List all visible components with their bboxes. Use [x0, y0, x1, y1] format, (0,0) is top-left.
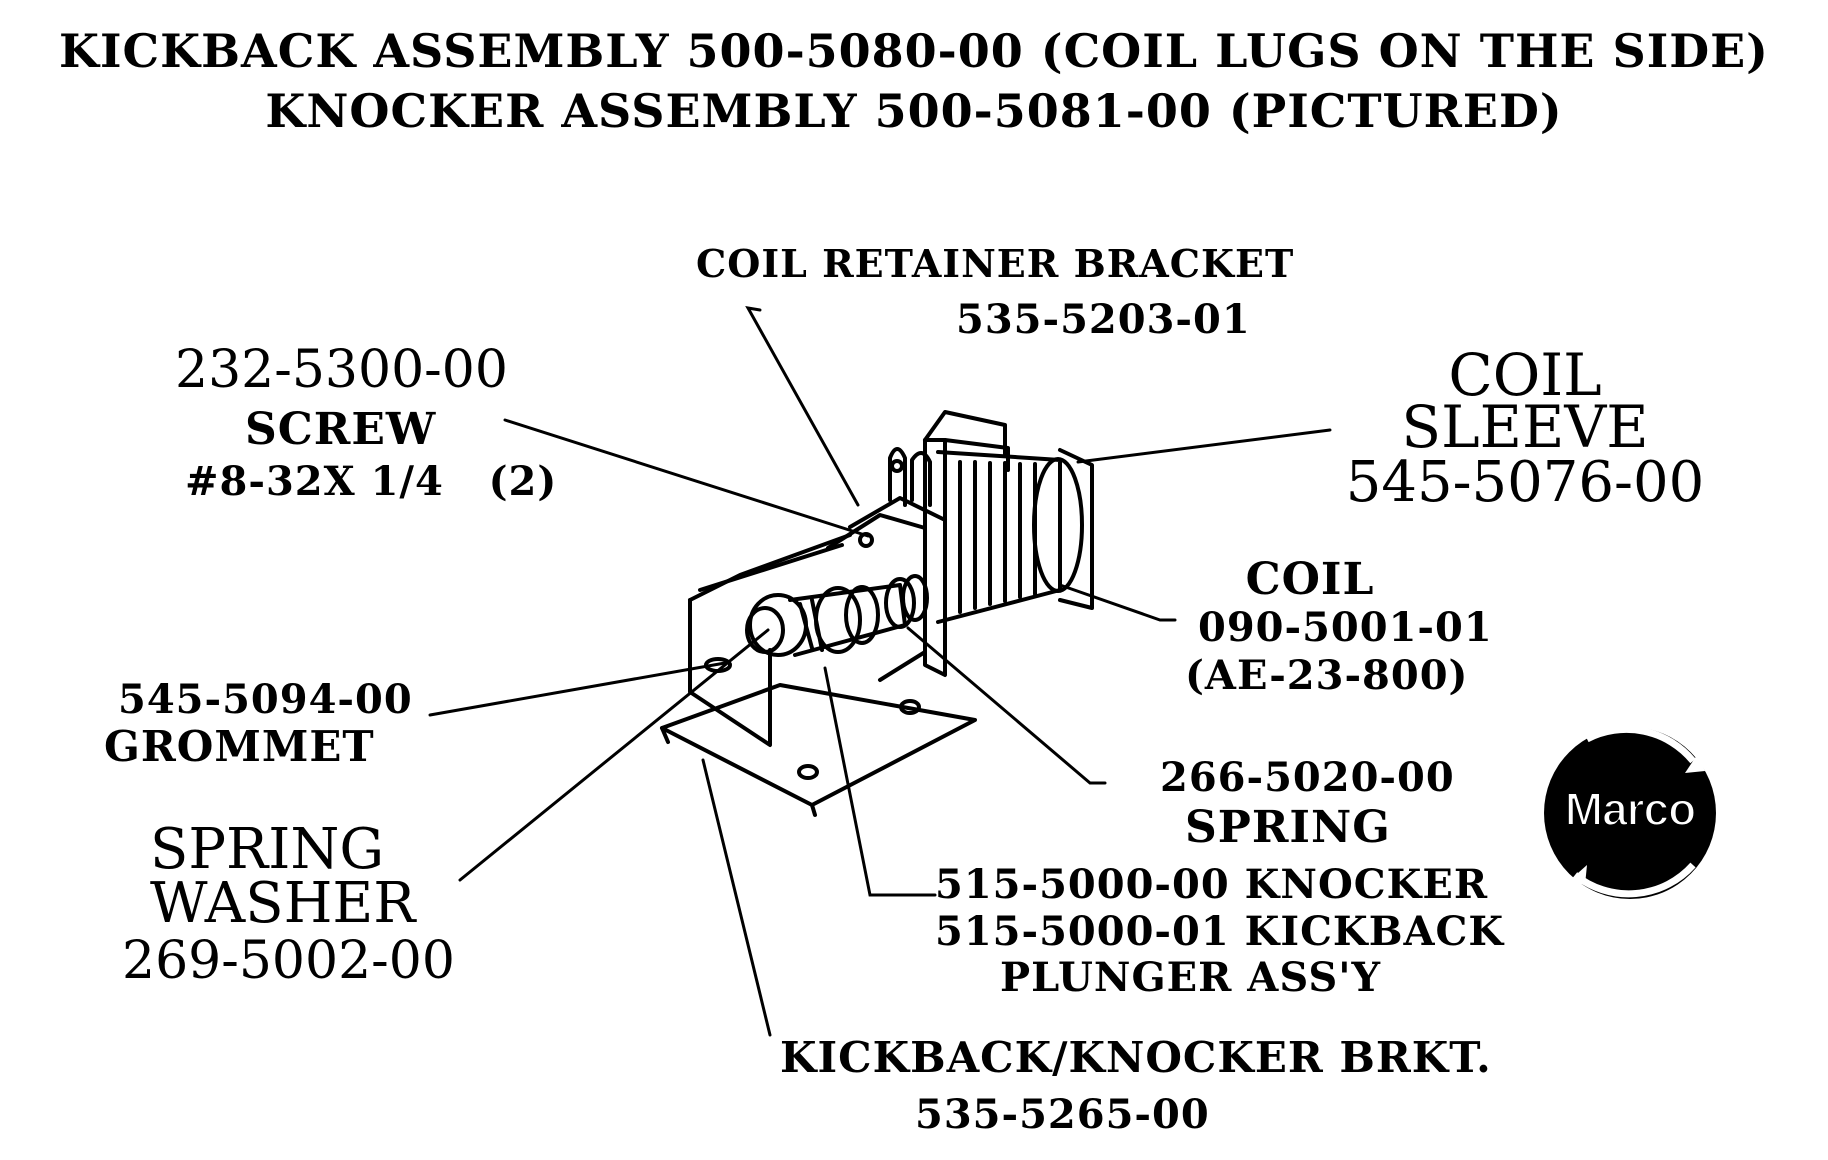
spring-part: 266-5020-00 [1160, 754, 1455, 801]
plunger-knocker-line: 515-5000-00 KNOCKER [935, 861, 1489, 908]
marco-logo: Marco [1544, 725, 1716, 899]
plunger-kickback-line: 515-5000-01 KICKBACK [935, 908, 1505, 955]
coil-rear-flange [1058, 448, 1094, 610]
spring-label: SPRING [1185, 802, 1391, 853]
coil-sleeve-label-1: COIL [1448, 341, 1602, 409]
marco-logo-text: Marco [1565, 783, 1695, 835]
leader-coil-sleeve [1076, 428, 1332, 464]
coil-body [936, 450, 1062, 624]
leader-screw [503, 418, 870, 538]
spring-washer-label-1: SPRING [150, 817, 385, 882]
header-line-1: KICKBACK ASSEMBLY 500-5080-00 (COIL LUGS… [59, 24, 1769, 78]
leader-spring-washer [458, 628, 770, 882]
leader-coil [1058, 583, 1177, 622]
coil-sleeve-label-2: SLEEVE [1401, 393, 1649, 461]
leader-bracket [701, 758, 772, 1037]
screw-spec: #8-32X 1/4 (2) [185, 458, 558, 505]
bracket-front-face [688, 598, 772, 747]
coil-front-flange [923, 410, 1007, 457]
coil-lug-left [888, 447, 907, 507]
grommet-part: 545-5094-00 [118, 676, 413, 723]
screw-part: 232-5300-00 [175, 340, 508, 400]
leader-plunger [823, 666, 937, 897]
screw-label: SCREW [245, 404, 437, 455]
header-line-2: KNOCKER ASSEMBLY 500-5081-00 (PICTURED) [265, 84, 1563, 138]
coil-retainer-bracket-part: 535-5203-01 [956, 296, 1251, 343]
bracket-base-plate [660, 683, 977, 807]
coil-label: COIL [1245, 554, 1375, 605]
coil-lug-right [910, 451, 932, 507]
bracket-label: KICKBACK/KNOCKER BRKT. [780, 1033, 1492, 1082]
coil-retainer-bracket-label: COIL RETAINER BRACKET [696, 241, 1295, 286]
bracket-part: 535-5265-00 [915, 1091, 1210, 1138]
coil-sleeve-part: 545-5076-00 [1345, 450, 1705, 515]
spring-washer-part: 269-5002-00 [122, 931, 455, 991]
leader-spring [906, 626, 1107, 785]
plunger-assy-line: PLUNGER ASS'Y [1000, 954, 1382, 1001]
coil-part: 090-5001-01 [1198, 604, 1493, 651]
coil-spec: (AE-23-800) [1185, 652, 1469, 699]
grommet-label: GROMMET [104, 722, 375, 771]
spring-washer-label-2: WASHER [150, 871, 416, 936]
leader-coil-retainer [745, 306, 860, 507]
leader-grommet [428, 661, 727, 717]
